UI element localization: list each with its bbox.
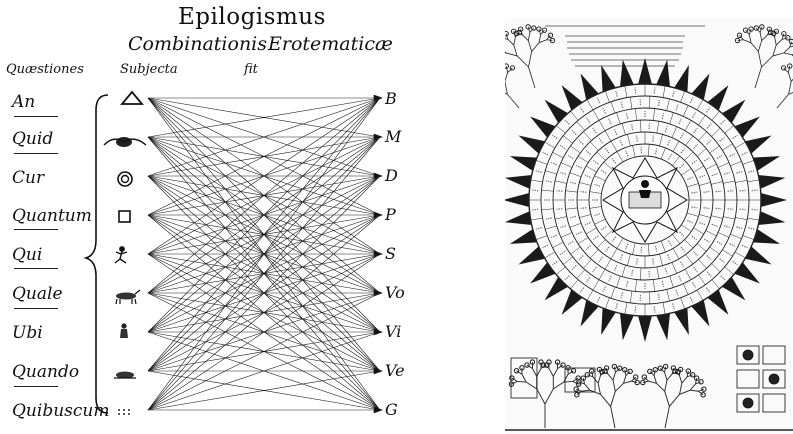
ring-inscription (659, 294, 660, 300)
seated-figure-icon (120, 323, 128, 338)
ring-inscription (556, 191, 562, 192)
combinatorial-wheel-engraving (505, 18, 793, 434)
ring-inscription (728, 209, 734, 210)
ring-inscription (653, 258, 654, 264)
ring-inscription (752, 209, 758, 210)
ring-inscription (659, 100, 660, 106)
ring-inscription (716, 191, 722, 192)
predicate-s: S (385, 244, 396, 263)
predicate-ve: Ve (385, 361, 405, 380)
square-icon (119, 211, 130, 222)
reclining-figure-icon (114, 372, 136, 379)
tree-branch (517, 381, 526, 382)
running-figure-icon (115, 247, 127, 263)
ring-inscription (581, 192, 587, 193)
predicate-d: D (385, 166, 398, 185)
triangle-icon (122, 92, 142, 104)
ring-inscription (532, 190, 538, 191)
ring-inscription (635, 307, 636, 313)
ring-inscription (752, 190, 758, 191)
ring-inscription (703, 208, 709, 209)
ring-inscription (653, 136, 654, 142)
dot-cluster-icon (118, 409, 130, 415)
predicate-b: B (385, 89, 397, 108)
ring-inscription (635, 87, 636, 93)
ring-inscription (654, 307, 655, 313)
ring-inscription (703, 192, 709, 193)
ring-inscription (532, 209, 538, 210)
curly-brace (86, 95, 108, 413)
ring-inscription (740, 209, 746, 210)
ring-inscription (654, 87, 655, 93)
predicate-p: P (385, 205, 396, 224)
combination-diagram: Epilogismus Combinationis Erotematicæ Qu… (0, 0, 395, 434)
ring-inscription (556, 209, 562, 210)
combination-lines (0, 0, 395, 434)
predicate-g: G (385, 400, 398, 419)
predicate-vo: Vo (385, 283, 405, 302)
ring-inscription (637, 258, 638, 264)
wheel-center (603, 158, 687, 242)
ring-inscription (740, 190, 746, 191)
ring-inscription (728, 191, 734, 192)
ring-inscription (581, 208, 587, 209)
ring-inscription (716, 208, 722, 209)
concentric-circles-icon (118, 172, 132, 186)
predicate-vi: Vi (385, 322, 401, 341)
winged-sun-icon (104, 137, 146, 147)
predicate-m: M (385, 127, 401, 146)
quadruped-icon (116, 290, 140, 304)
ring-inscription (637, 136, 638, 142)
